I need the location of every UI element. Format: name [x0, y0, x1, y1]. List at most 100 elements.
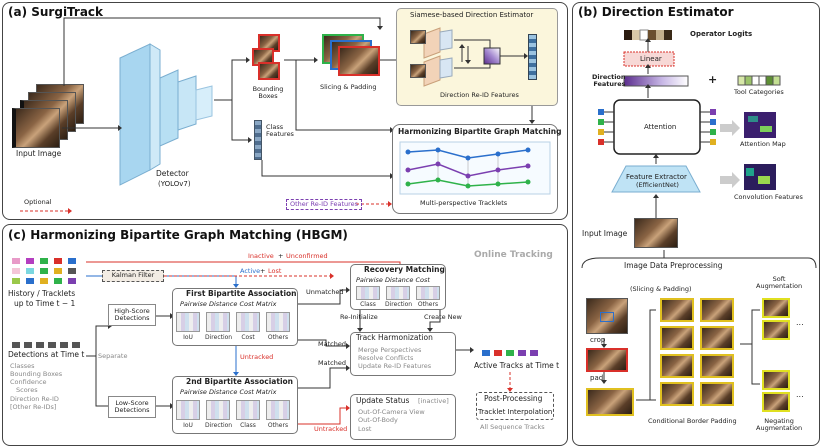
inactive-label: Inactive: [248, 252, 274, 260]
siamese-title: Siamese-based Direction Estimator: [410, 11, 534, 19]
recovery-matrix-direction: [386, 286, 410, 300]
harmonization-item: Merge Perspectives: [358, 346, 422, 354]
plus-1: +: [278, 252, 284, 260]
direction-input-label: Input Image: [582, 229, 628, 238]
feature-extractor-sub: (EfficientNet): [636, 181, 679, 189]
matched-label-1: Matched: [318, 340, 346, 348]
kalman-filter-box: Kalman Filter: [102, 270, 164, 282]
convolution-features-label: Convolution Features: [734, 193, 803, 201]
active-tracks-label: Active Tracks at Time t: [474, 361, 560, 370]
post-processing-box: [476, 392, 554, 420]
soft-aug-1: [762, 298, 790, 318]
neg-aug-2: [762, 392, 790, 412]
cropped-frame: [586, 348, 628, 372]
detection-item: Classes: [10, 362, 35, 370]
update-status-box: [350, 394, 456, 440]
input-image: [12, 108, 60, 148]
siamese-input-2: [410, 64, 426, 78]
direction-features-label: Direction Features: [592, 73, 626, 89]
pad-grid-1: [660, 298, 694, 322]
other-reid-label: Other Re-ID Features: [286, 199, 363, 211]
neg-aug-1: [762, 370, 790, 390]
detection-item: Direction Re-ID: [10, 394, 59, 403]
bounding-boxes-label: Bounding Boxes: [252, 85, 284, 101]
update-title: Update Status: [356, 396, 410, 405]
detection-item: Confidence: [10, 378, 47, 387]
second-col-iou: IoU: [183, 422, 193, 429]
update-tag: [inactive]: [418, 397, 449, 405]
attention-map-label: Attention Map: [740, 140, 786, 148]
input-image-label: Input Image: [16, 149, 62, 158]
active-label: Active: [240, 267, 261, 275]
separate-label: Separate: [98, 352, 128, 360]
post-processing-title: Post-Processing: [484, 394, 543, 403]
harmonization-item: Update Re-ID Features: [358, 362, 432, 371]
unmatched-label: Unmatched: [306, 288, 344, 296]
recovery-col-direction: Direction: [385, 301, 413, 308]
class-features-vector: [254, 120, 262, 160]
update-item: Out-Of-Camera View: [358, 408, 425, 416]
second-matrix-class: [236, 400, 260, 420]
detector-sub-label: (YOLOv7): [158, 180, 191, 188]
siamese-input-1: [410, 30, 426, 44]
soft-augmentation-label: Soft Augmentation: [756, 275, 803, 291]
crop-region-box: [600, 312, 614, 322]
all-sequence-label: All Sequence Tracks: [480, 423, 545, 431]
operator-logits-label: Operator Logits: [690, 30, 753, 38]
second-col-others: Others: [267, 422, 289, 429]
panel-c-title: (c) Harmonizing Bipartite Graph Matching…: [8, 228, 348, 242]
matched-label-2: Matched: [318, 359, 346, 367]
raw-frame: [586, 298, 628, 334]
second-matrix-iou: [176, 400, 200, 420]
plus-2: +: [260, 267, 266, 275]
pad-grid-4: [700, 326, 734, 350]
tool-categories-label: Tool Categories: [734, 88, 784, 96]
harmonization-item: Resolve Conflicts: [358, 354, 414, 363]
recovery-matrix-label: Pairwise Distance Cost: [356, 276, 430, 284]
lost-label: Lost: [268, 267, 282, 275]
detection-items-list: Classes Bounding Boxes Confidence Scores…: [10, 362, 62, 411]
second-col-class: Class: [240, 422, 256, 429]
first-matrix-label: Pairwise Distance Cost Matrix: [180, 300, 277, 308]
online-tracking-label: Online Tracking: [474, 250, 553, 260]
class-features-label: Class Features: [266, 123, 294, 139]
pad-grid-7: [660, 382, 694, 406]
post-processing-sub: Tracklet Interpolation: [478, 408, 553, 416]
slicing-padding-label: (Slicing & Padding): [630, 285, 692, 293]
detections-label: Detections at Time t: [8, 350, 85, 359]
first-matrix-cost: [236, 312, 260, 332]
linear-label: Linear: [640, 55, 662, 63]
pad-grid-5: [660, 354, 694, 378]
low-score-box: Low-Score Detections: [108, 396, 156, 418]
negating-augmentation-label: Negating Augmentation: [756, 417, 803, 433]
first-matrix-direction: [206, 312, 230, 332]
history-label: History / Tracklets: [8, 289, 76, 298]
second-association-title: 2nd Bipartite Association: [186, 377, 294, 386]
recovery-title: Recovery Matching: [364, 265, 445, 274]
recovery-matrix-others: [416, 286, 440, 300]
detection-item: Scores: [16, 386, 38, 395]
direction-reid-vector: [528, 34, 537, 80]
first-col-iou: IoU: [183, 334, 193, 341]
first-association-title: First Bipartite Association: [186, 289, 297, 298]
bbox-crop-3: [258, 62, 280, 80]
conditional-padding-label: Conditional Border Padding: [648, 417, 737, 425]
update-items: Out-Of-Camera View Out-Of-Body Lost: [358, 408, 425, 433]
unconfirmed-label: Unconfirmed: [286, 252, 328, 260]
padded-frame: [586, 388, 634, 416]
harmonization-items: Merge Perspectives Resolve Conflicts Upd…: [358, 346, 431, 370]
update-item: Out-Of-Body: [358, 416, 398, 425]
first-col-cost: Cost: [241, 334, 255, 341]
second-matrix-direction: [206, 400, 230, 420]
feature-extractor-label: Feature Extractor: [626, 173, 687, 181]
pad-grid-8: [700, 382, 734, 406]
detection-item: [Other Re-IDs]: [10, 402, 57, 411]
track-harmonization-box: [350, 332, 456, 376]
pad-grid-2: [700, 298, 734, 322]
first-col-direction: Direction: [205, 334, 233, 341]
plus-sign: +: [708, 73, 718, 86]
harmonization-title: Track Harmonization: [356, 333, 433, 342]
crop-label: crop: [590, 336, 606, 344]
soft-aug-ellipsis: ...: [796, 318, 804, 327]
recovery-matrix-class: [356, 286, 380, 300]
